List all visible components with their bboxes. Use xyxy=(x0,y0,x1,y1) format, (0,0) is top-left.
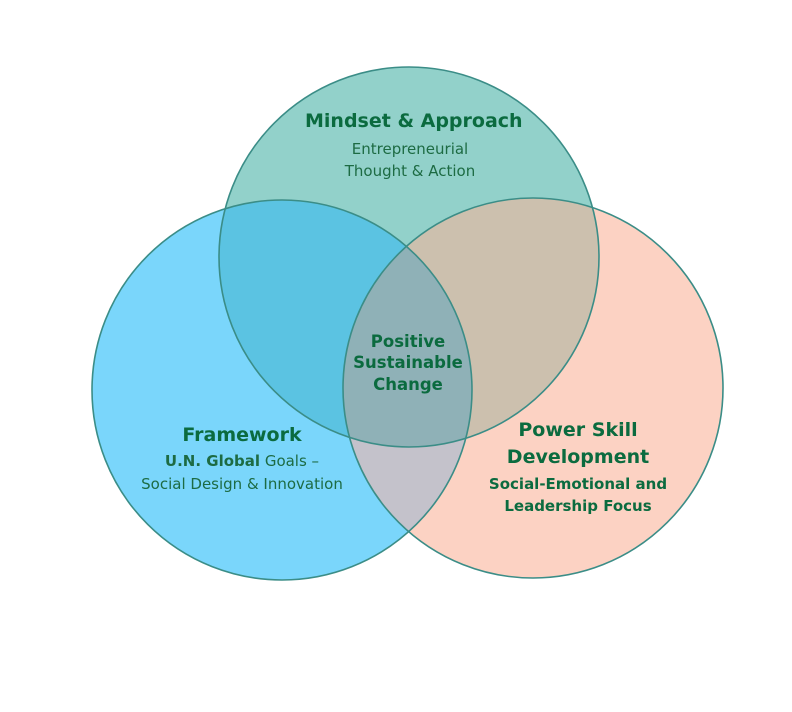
left-circle-outline xyxy=(91,199,473,581)
top-circle-label: Mindset & Approach Entrepreneurial Thoug… xyxy=(305,110,523,180)
right-circle-line1: Social-Emotional and xyxy=(488,474,668,493)
top-circle-line2: Thought & Action xyxy=(344,161,476,180)
top-circle-title: Mindset & Approach xyxy=(305,110,523,132)
right-circle-line2: Leadership Focus xyxy=(504,497,652,516)
center-label: Positive Sustainable Change xyxy=(338,331,478,395)
left-circle-line2: Social Design & Innovation xyxy=(141,474,343,493)
center-line3: Change xyxy=(373,374,443,394)
top-circle-line1: Entrepreneurial xyxy=(351,139,469,158)
right-circle-outline xyxy=(342,197,724,579)
center-line1: Positive xyxy=(370,332,446,351)
left-circle-line1-bold: U.N. Global xyxy=(164,451,261,470)
left-circle-line1: U.N. Global Goals – xyxy=(117,452,367,471)
left-circle-line1-rest: Goals – xyxy=(260,451,320,470)
center-line2: Sustainable xyxy=(353,353,463,373)
left-circle-label: Framework U.N. Global Goals – Social Des… xyxy=(117,424,367,493)
left-circle-title: Framework xyxy=(182,424,302,446)
right-circle-label: Power Skill Development Social-Emotional… xyxy=(468,419,688,516)
right-circle-title-line1: Power Skill xyxy=(518,419,638,441)
top-circle-outline xyxy=(218,66,600,448)
right-circle-title-line2: Development xyxy=(506,445,650,468)
overlap-center xyxy=(343,200,472,447)
